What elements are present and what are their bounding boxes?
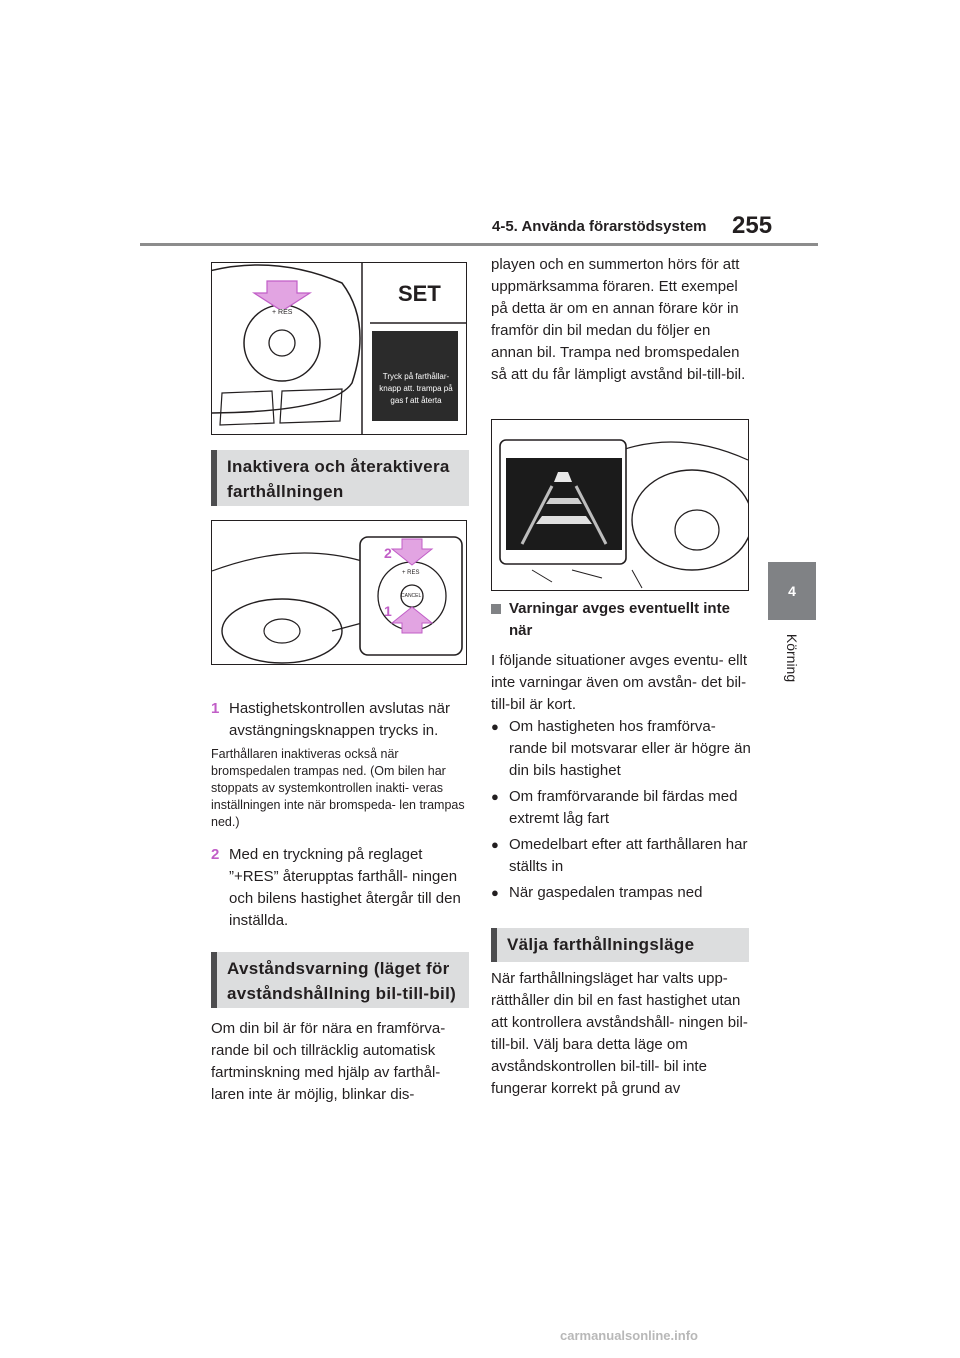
list-item: ● Om hastigheten hos framförva- rande bi… — [491, 716, 753, 782]
screen-message: Tryck på farthållar- knapp att. trampa p… — [379, 372, 453, 405]
note: Farthållaren inaktiveras också när broms… — [211, 747, 465, 829]
list-item-text: Omedelbart efter att farthållaren har st… — [509, 836, 748, 875]
list-item: ● Om framförvarande bil färdas med extre… — [491, 786, 753, 830]
section-heading-distance-warning: Avståndsvarning (läget för avståndshålln… — [211, 952, 469, 1008]
list-item-text: När gaspedalen trampas ned — [509, 884, 703, 901]
step-1: 1 Hastighetskontrollen avslutas när avst… — [211, 698, 469, 742]
figure-distance-warning-display — [491, 419, 749, 591]
chapter-tab[interactable]: 4 — [768, 562, 816, 620]
cruise-mode-paragraph: När farthållningsläget har valts upp- rä… — [491, 970, 748, 1097]
figure-cancel-res-switch: 2 1 + RES CANCEL — [211, 520, 467, 665]
callout-2: 2 — [384, 545, 392, 561]
steering-wheel-switch-illustration — [212, 263, 466, 434]
distance-warning-paragraph-continued: playen och en summerton hörs för att upp… — [491, 256, 746, 383]
step-2: 2 Med en tryckning på reglaget ”+RES” åt… — [211, 844, 469, 932]
press-arrow-icon — [390, 538, 434, 566]
figure-steering-set-display: + RES SET Tryck på farthållar- knapp att… — [211, 262, 467, 435]
step-text: Med en tryckning på reglaget ”+RES” åter… — [229, 846, 461, 929]
dashboard-steering-illustration — [212, 536, 463, 664]
button-label: + RES — [270, 309, 295, 316]
warning-display-illustration — [499, 439, 748, 589]
square-bullet-icon — [491, 598, 509, 642]
warnings-intro: I följande situationer avges eventu- ell… — [491, 652, 747, 713]
warnings-subheading: Varningar avges eventuellt inte när — [491, 598, 753, 642]
step-text: Hastighetskontrollen avslutas när avstän… — [229, 700, 450, 739]
list-item: ● När gaspedalen trampas ned — [491, 882, 753, 904]
cancel-label: CANCEL — [401, 593, 422, 599]
res-label: + RES — [402, 570, 420, 576]
list-item: ● Omedelbart efter att farthållaren har … — [491, 834, 753, 878]
list-item-text: Om framförvarande bil färdas med extremt… — [509, 788, 738, 827]
watermark: carmanualsonline.info — [560, 1328, 698, 1343]
press-arrow-icon — [251, 280, 313, 312]
page-number: 255 — [732, 212, 773, 239]
section-heading-cruise-mode: Välja farthållningsläge — [491, 928, 749, 962]
step-number: 1 — [211, 700, 220, 717]
list-item-text: Om hastigheten hos framförva- rande bil … — [509, 718, 751, 779]
bullet-icon: ● — [491, 719, 499, 734]
chapter-name: Körning — [784, 633, 801, 683]
press-arrow-icon — [390, 606, 434, 634]
chapter-label: Körning — [770, 628, 814, 688]
bullet-icon: ● — [491, 885, 499, 900]
screen-title: SET — [398, 281, 441, 306]
callout-1: 1 — [384, 603, 392, 619]
warnings-subheading-text: Varningar avges eventuellt inte när — [509, 600, 730, 639]
section-heading-deactivate: Inaktivera och återaktivera farthållning… — [211, 450, 469, 506]
step-number: 2 — [211, 846, 220, 863]
bullet-icon: ● — [491, 837, 499, 852]
bullet-icon: ● — [491, 789, 499, 804]
header-rule — [140, 243, 818, 246]
distance-warning-paragraph: Om din bil är för nära en framförva- ran… — [211, 1020, 446, 1103]
section-title: 4-5. Använda förarstödsystem — [492, 218, 707, 235]
